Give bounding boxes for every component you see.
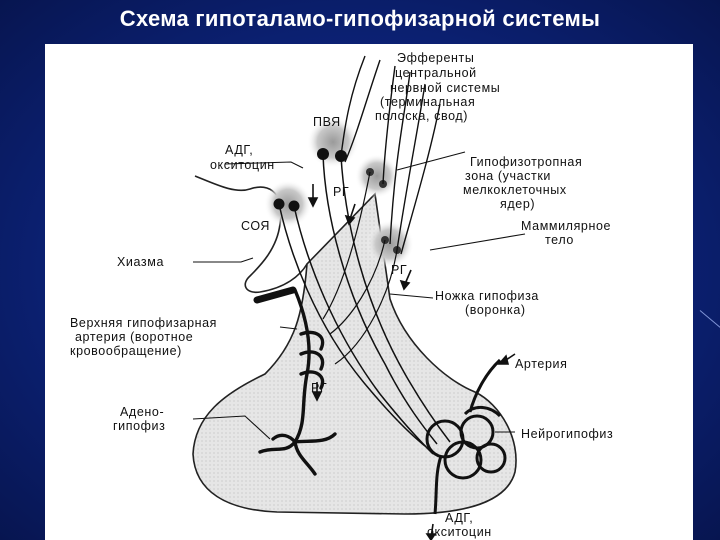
label-chiasm: Хиазма xyxy=(117,255,164,269)
label-stalk: Ножка гипофиза (воронка) xyxy=(435,289,543,317)
label-pvn: ПВЯ xyxy=(313,115,341,129)
label-upper-artery: Верхняя гипофизарная артерия (воротное к… xyxy=(70,316,221,358)
label-son: СОЯ xyxy=(241,219,270,233)
decorative-line xyxy=(699,310,720,331)
label-efferents: Эфференты центральной нервной системы (т… xyxy=(375,51,504,123)
superior-artery xyxy=(253,286,297,304)
label-adenohypophysis: Адено- гипофиз xyxy=(113,405,168,433)
diagram-figure: Эфференты центральной нервной системы (т… xyxy=(45,44,693,540)
label-hypophysiotropic: Гипофизотропная зона (участки мелкоклето… xyxy=(463,155,586,211)
label-rg-1: РГ xyxy=(333,185,349,199)
hypothalamus-contour xyxy=(194,175,308,294)
label-adh-top: АДГ, окситоцин xyxy=(210,143,275,172)
flow-arrows xyxy=(307,184,516,540)
portal-vessels xyxy=(258,288,337,476)
label-artery: Артерия xyxy=(515,357,567,371)
cns-efferent-fibers xyxy=(340,55,441,255)
label-adh-bottom: АДГ, окситоцин xyxy=(427,511,492,539)
hypophysiotropic-glow-1 xyxy=(355,154,399,198)
label-rg-2: РГ xyxy=(391,263,407,277)
parvocellular-axons xyxy=(322,171,398,365)
label-rg-3: РГ xyxy=(311,381,327,395)
son-nucleus-glow xyxy=(264,180,312,228)
leader-lines xyxy=(192,151,526,440)
label-neurohypophysis: Нейрогипофиз xyxy=(521,427,613,441)
label-mammillary: Маммилярное тело xyxy=(521,219,615,247)
neuro-capillary-network xyxy=(425,358,507,515)
magnocellular-axons xyxy=(278,153,451,455)
hypothalamic-pituitary-diagram: Эфференты центральной нервной системы (т… xyxy=(70,51,615,540)
pituitary-gland-outline xyxy=(192,192,517,515)
slide-title: Схема гипоталамо-гипофизарной системы xyxy=(119,6,601,31)
